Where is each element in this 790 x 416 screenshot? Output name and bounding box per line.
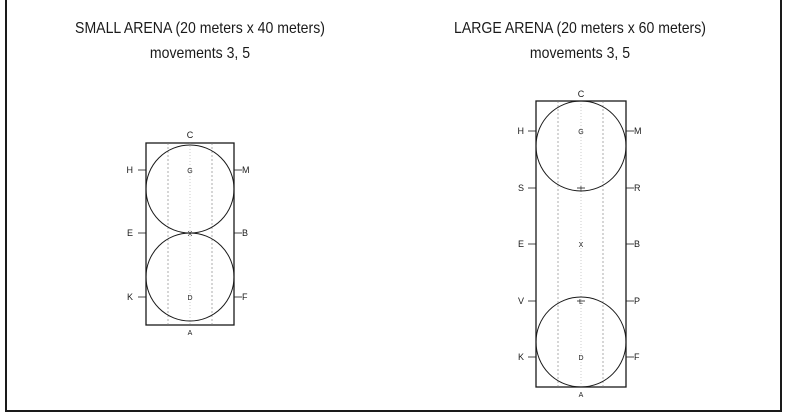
large-letter-v: V — [518, 296, 524, 306]
figure-frame — [5, 0, 782, 412]
large-letter-f: F — [634, 352, 640, 362]
small-letter-d: D — [187, 295, 192, 302]
large-letter-s: S — [518, 183, 524, 193]
small-arena-title: SMALL ARENA (20 meters x 40 meters) — [75, 20, 325, 37]
small-letter-m: M — [242, 165, 250, 175]
small-letter-h: H — [127, 165, 134, 175]
large-letter-a: A — [579, 392, 584, 399]
large-letter-p: P — [634, 296, 640, 306]
small-letter-b: B — [242, 228, 248, 238]
small-letter-x: X — [188, 231, 193, 238]
large-letter-d: D — [578, 355, 583, 362]
large-lower-circle — [535, 296, 627, 388]
large-letter-c: C — [578, 89, 585, 99]
large-letter-l: L — [579, 299, 583, 306]
small-letter-a: A — [188, 330, 193, 337]
large-letter-m: M — [634, 126, 642, 136]
small-letter-k: K — [127, 292, 133, 302]
large-letter-i: I — [580, 186, 582, 193]
large-arena-title-block: LARGE ARENA (20 meters x 60 meters) move… — [413, 16, 747, 66]
large-letter-r: R — [634, 183, 641, 193]
large-letter-h: H — [518, 126, 525, 136]
large-letter-g: G — [578, 129, 583, 136]
small-letter-c: C — [187, 130, 194, 140]
large-letter-b: B — [634, 239, 640, 249]
large-arena-diagram: C A H S E V K M R B P F G I X L D — [518, 89, 642, 399]
large-arena-title: LARGE ARENA (20 meters x 60 meters) — [454, 20, 706, 37]
large-letter-e: E — [518, 239, 524, 249]
small-arena-diagram: C A H E K M B F G X D — [127, 130, 250, 337]
large-letter-k: K — [518, 352, 524, 362]
small-lower-circle — [145, 232, 235, 322]
small-letter-g: G — [187, 168, 192, 175]
small-letter-f: F — [242, 292, 248, 302]
large-upper-circle — [535, 100, 627, 192]
large-arena-subtitle: movements 3, 5 — [529, 45, 631, 62]
small-letter-e: E — [127, 228, 133, 238]
small-arena-title-block: SMALL ARENA (20 meters x 40 meters) move… — [33, 16, 367, 66]
small-arena-subtitle: movements 3, 5 — [149, 45, 251, 62]
large-letter-x: X — [579, 242, 584, 249]
